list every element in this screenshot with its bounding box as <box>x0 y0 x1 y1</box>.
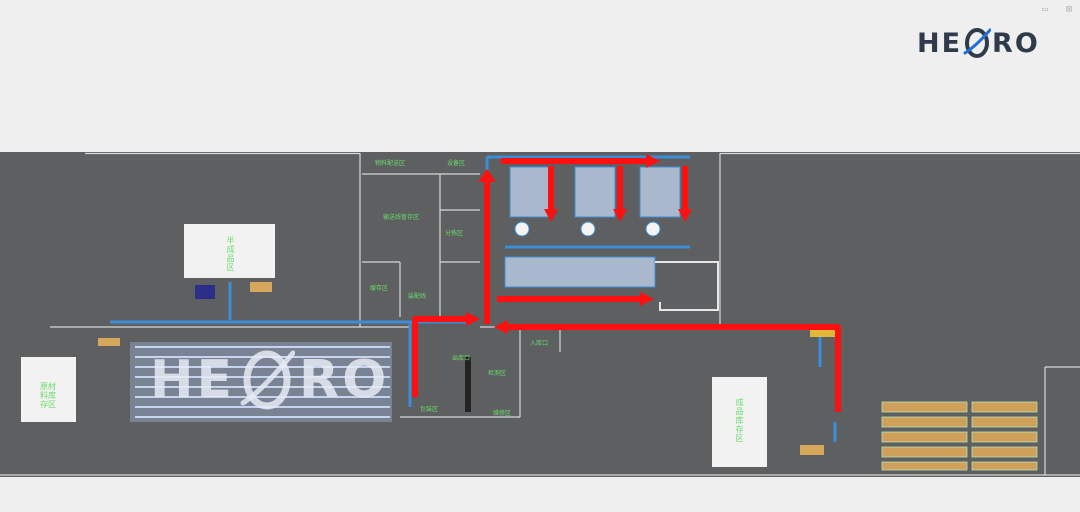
upper-room <box>184 224 275 278</box>
center-small-2: 设备区 <box>447 160 466 167</box>
label-f: 入库口 <box>530 340 549 347</box>
workstation-cluster <box>504 166 681 288</box>
upper-room-label: 半成品区 <box>226 236 235 272</box>
left-room <box>21 357 76 422</box>
floor-logo-watermark: HE RO <box>150 345 389 415</box>
label-i: 维修区 <box>493 410 512 417</box>
floor-footer-band <box>0 477 1080 512</box>
label-g: 检测区 <box>488 370 507 377</box>
close-icon[interactable]: ⊠ <box>1065 4 1072 15</box>
label-c: 装配线 <box>408 293 427 300</box>
floor-logo-right: RO <box>299 350 390 410</box>
small-equipment <box>98 282 840 455</box>
label-h: 包装区 <box>420 406 439 413</box>
flow-arrows <box>412 158 841 412</box>
logo-text-right: RO <box>992 27 1040 59</box>
floor-logo-ring-icon <box>240 350 296 410</box>
label-e: 出库口 <box>452 355 471 362</box>
right-service-room <box>655 261 719 311</box>
label-b: 分拣区 <box>445 230 464 237</box>
orbit-ring-icon <box>963 28 992 58</box>
label-a: 输送线暂存区 <box>383 214 420 221</box>
right-room-label: 成品库存区 <box>735 398 744 443</box>
left-room-label: 原材料库存区 <box>40 382 56 409</box>
arrow-heads <box>466 154 692 334</box>
logo-text-left: HE <box>917 27 963 59</box>
window-controls: ▭ ⊠ <box>1042 4 1072 15</box>
label-d: 缓存区 <box>370 285 389 292</box>
restore-icon[interactable]: ▭ <box>1041 4 1048 15</box>
brand-logo: HE RO <box>917 26 1040 60</box>
right-pallet-storage <box>881 401 1038 471</box>
warehouse-layout <box>0 152 1080 476</box>
floor-logo-left: HE <box>150 350 236 410</box>
right-room <box>712 377 767 467</box>
center-small-1: 物料配送区 <box>375 160 406 167</box>
